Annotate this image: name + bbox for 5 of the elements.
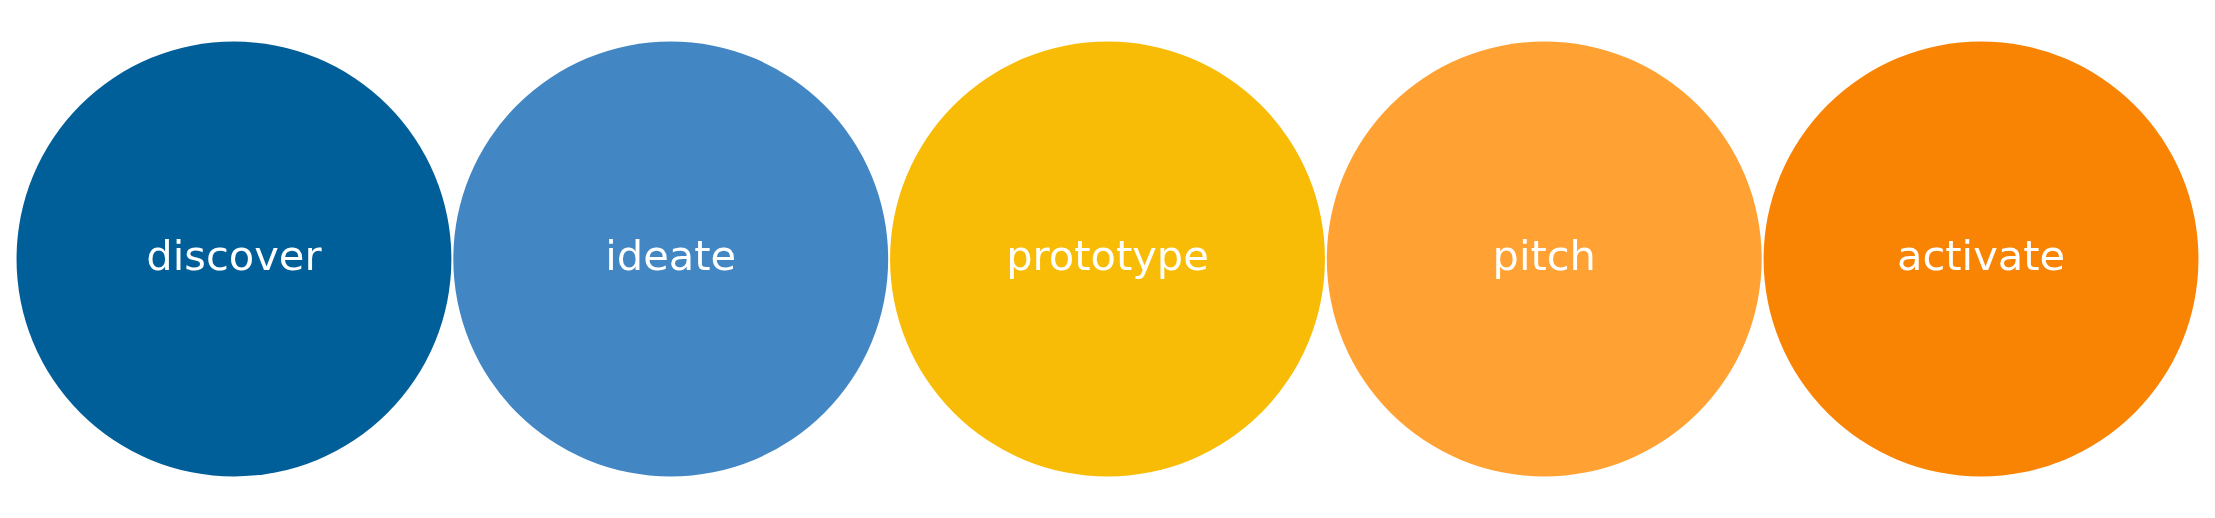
node-circle: discover [16,41,452,477]
node-circle: pitch [1326,41,1762,477]
node-circle: prototype [890,41,1325,477]
node-circle: ideate [453,41,889,477]
node-circle: activate [1763,41,2199,477]
